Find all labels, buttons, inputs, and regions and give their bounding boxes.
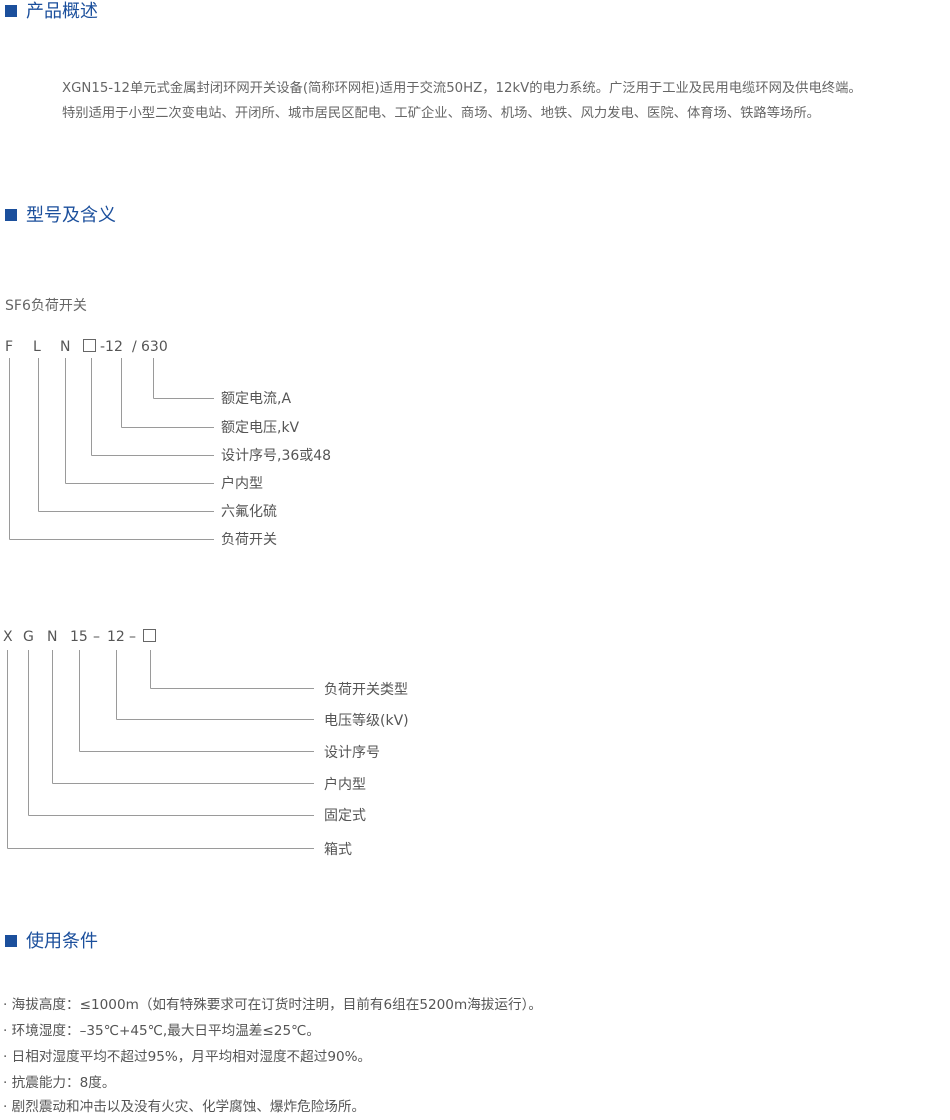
condition-item-temperature: · 环境湿度：–35℃+45℃,最大日平均温差≤25℃。	[3, 1023, 320, 1039]
overview-line-1: XGN15-12单元式金属封闭环网开关设备(简称环网柜)适用于交流50HZ，12…	[62, 81, 862, 96]
sf6-code-n: N	[60, 339, 71, 355]
sf6-label-load-switch: 负荷开关	[221, 532, 277, 548]
sf6-label-rated-current: 额定电流,A	[221, 391, 292, 407]
sf6-label-sf6: 六氟化硫	[221, 504, 277, 520]
square-bullet-icon	[5, 5, 17, 17]
overview-heading: 产品概述	[5, 0, 98, 24]
xgn-code-n: N	[47, 629, 58, 645]
sf6-label-indoor: 户内型	[221, 476, 263, 492]
xgn-code-voltage: 12	[107, 629, 125, 645]
model-heading: 型号及含义	[5, 204, 116, 228]
sf6-code-box	[83, 337, 96, 357]
xgn-code-dash-1: –	[93, 629, 100, 645]
sf6-label-rated-voltage: 额定电压,kV	[221, 420, 300, 436]
blank-box-icon	[83, 339, 96, 352]
conditions-title: 使用条件	[26, 931, 98, 952]
xgn-label-switch-type: 负荷开关类型	[324, 682, 408, 698]
xgn-code-box	[143, 627, 156, 647]
condition-item-altitude: · 海拔高度：≤1000m（如有特殊要求可在订货时注明，目前有6组在5200m海…	[3, 997, 542, 1013]
sf6-subtitle: SF6负荷开关	[5, 298, 87, 314]
square-bullet-icon	[5, 209, 17, 221]
condition-item-seismic: · 抗震能力：8度。	[3, 1075, 116, 1091]
xgn-code-g: G	[23, 629, 34, 645]
overview-title: 产品概述	[26, 1, 98, 22]
sf6-code-f: F	[5, 339, 14, 355]
conditions-heading: 使用条件	[5, 930, 98, 954]
sf6-code-l: L	[33, 339, 41, 355]
xgn-code-x: X	[3, 629, 13, 645]
xgn-label-voltage-level: 电压等级(kV)	[324, 713, 409, 729]
sf6-code-slash: /	[132, 339, 137, 355]
condition-item-environment: · 剧烈震动和冲击以及没有火灾、化学腐蚀、爆炸危险场所。	[3, 1099, 366, 1115]
blank-box-icon	[143, 629, 156, 642]
xgn-label-fixed: 固定式	[324, 808, 366, 824]
sf6-label-design-no: 设计序号,36或48	[221, 448, 332, 464]
xgn-code-design: 15	[70, 629, 88, 645]
xgn-code-dash-2: –	[129, 629, 136, 645]
model-title: 型号及含义	[26, 205, 116, 226]
sf6-code-voltage: -12	[100, 339, 123, 355]
xgn-label-box-type: 箱式	[324, 842, 352, 858]
xgn-label-indoor: 户内型	[324, 777, 366, 793]
condition-item-humidity: · 日相对湿度平均不超过95%，月平均相对湿度不超过90%。	[3, 1049, 372, 1065]
sf6-code-current: 630	[141, 339, 168, 355]
square-bullet-icon	[5, 935, 17, 947]
overview-line-2: 特别适用于小型二次变电站、开闭所、城市居民区配电、工矿企业、商场、机场、地铁、风…	[62, 106, 820, 121]
xgn-label-design-no: 设计序号	[324, 745, 380, 761]
